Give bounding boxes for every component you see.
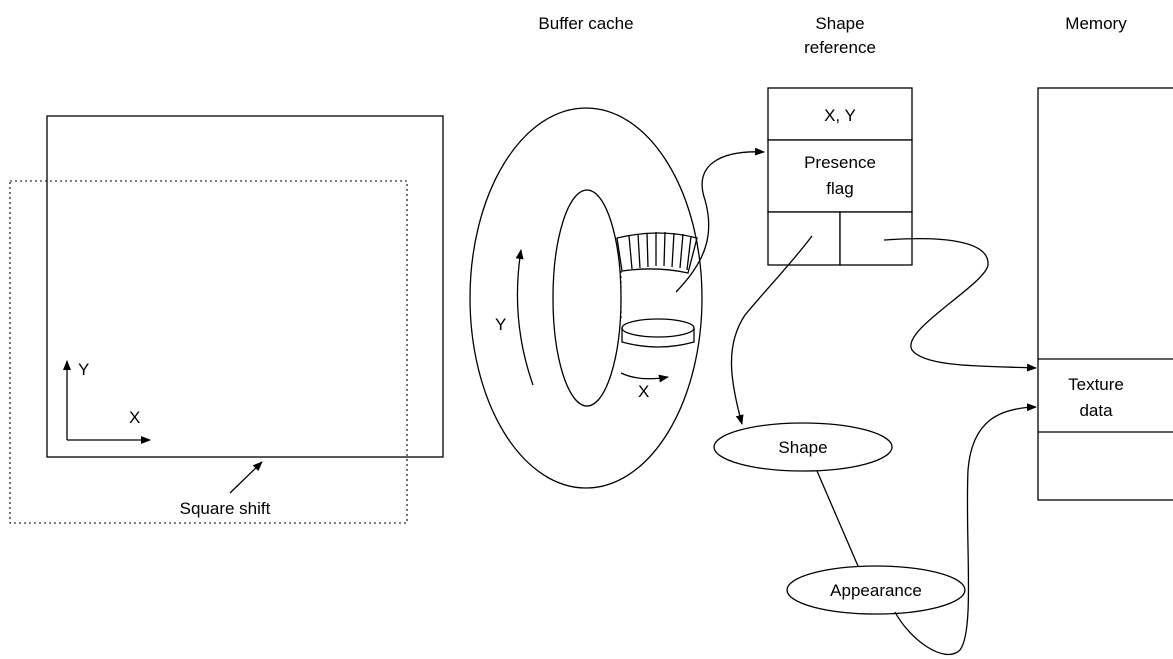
presence-flag-line2: flag (826, 179, 853, 198)
shape-node (713, 422, 893, 472)
pointer-cell-left (767, 211, 841, 266)
torus-x-arrow (620, 372, 669, 383)
texture-square (46, 115, 444, 458)
cache-band (616, 232, 698, 274)
presence-flag-line1: Presence (804, 153, 876, 172)
shape-reference-title-line1: Shape (815, 14, 864, 33)
memory-rect (1037, 87, 1173, 501)
shape-label: Shape (778, 438, 827, 457)
xy-label: X, Y (824, 106, 856, 125)
torus-x-label: X (638, 382, 649, 401)
square-shift-label: Square shift (180, 499, 271, 518)
memory-title: Memory (1065, 14, 1127, 33)
pointer-to-shape-arrow (730, 235, 813, 425)
torus-y-arrow (515, 249, 534, 386)
shifted-square (9, 180, 408, 524)
axis-y-label: Y (78, 360, 89, 379)
memory-block: Texture data (1037, 87, 1173, 501)
texture-area: Y X Square shift (9, 115, 444, 524)
texture-data-line2: data (1079, 401, 1113, 420)
presence-flag-cell (767, 139, 913, 213)
texture-data-line1: Texture (1068, 375, 1124, 394)
appearance-label: Appearance (830, 581, 922, 600)
appearance-to-texture-arrow (894, 403, 1037, 656)
xy-cell (767, 87, 913, 141)
torus-outer (469, 107, 703, 489)
pointer-to-texture-arrow (883, 238, 1037, 372)
shape-to-appearance-line (816, 470, 859, 567)
appearance-node (786, 565, 966, 615)
torus-y-label: Y (495, 315, 506, 334)
axis-x-label: X (129, 408, 140, 427)
buffer-cache-torus: Y X (469, 107, 703, 489)
cache-to-presence-arrow (675, 147, 765, 293)
shape-reference-title-line2: reference (804, 38, 876, 57)
lower-band (621, 318, 695, 338)
buffer-cache-title: Buffer cache (538, 14, 633, 33)
lower-band-bottom (621, 328, 695, 348)
shape-reference-table: X, Y Presence flag (767, 87, 913, 266)
square-shift-arrow (229, 461, 263, 494)
torus-inner (552, 189, 622, 407)
cache-band-ticks (628, 231, 692, 271)
